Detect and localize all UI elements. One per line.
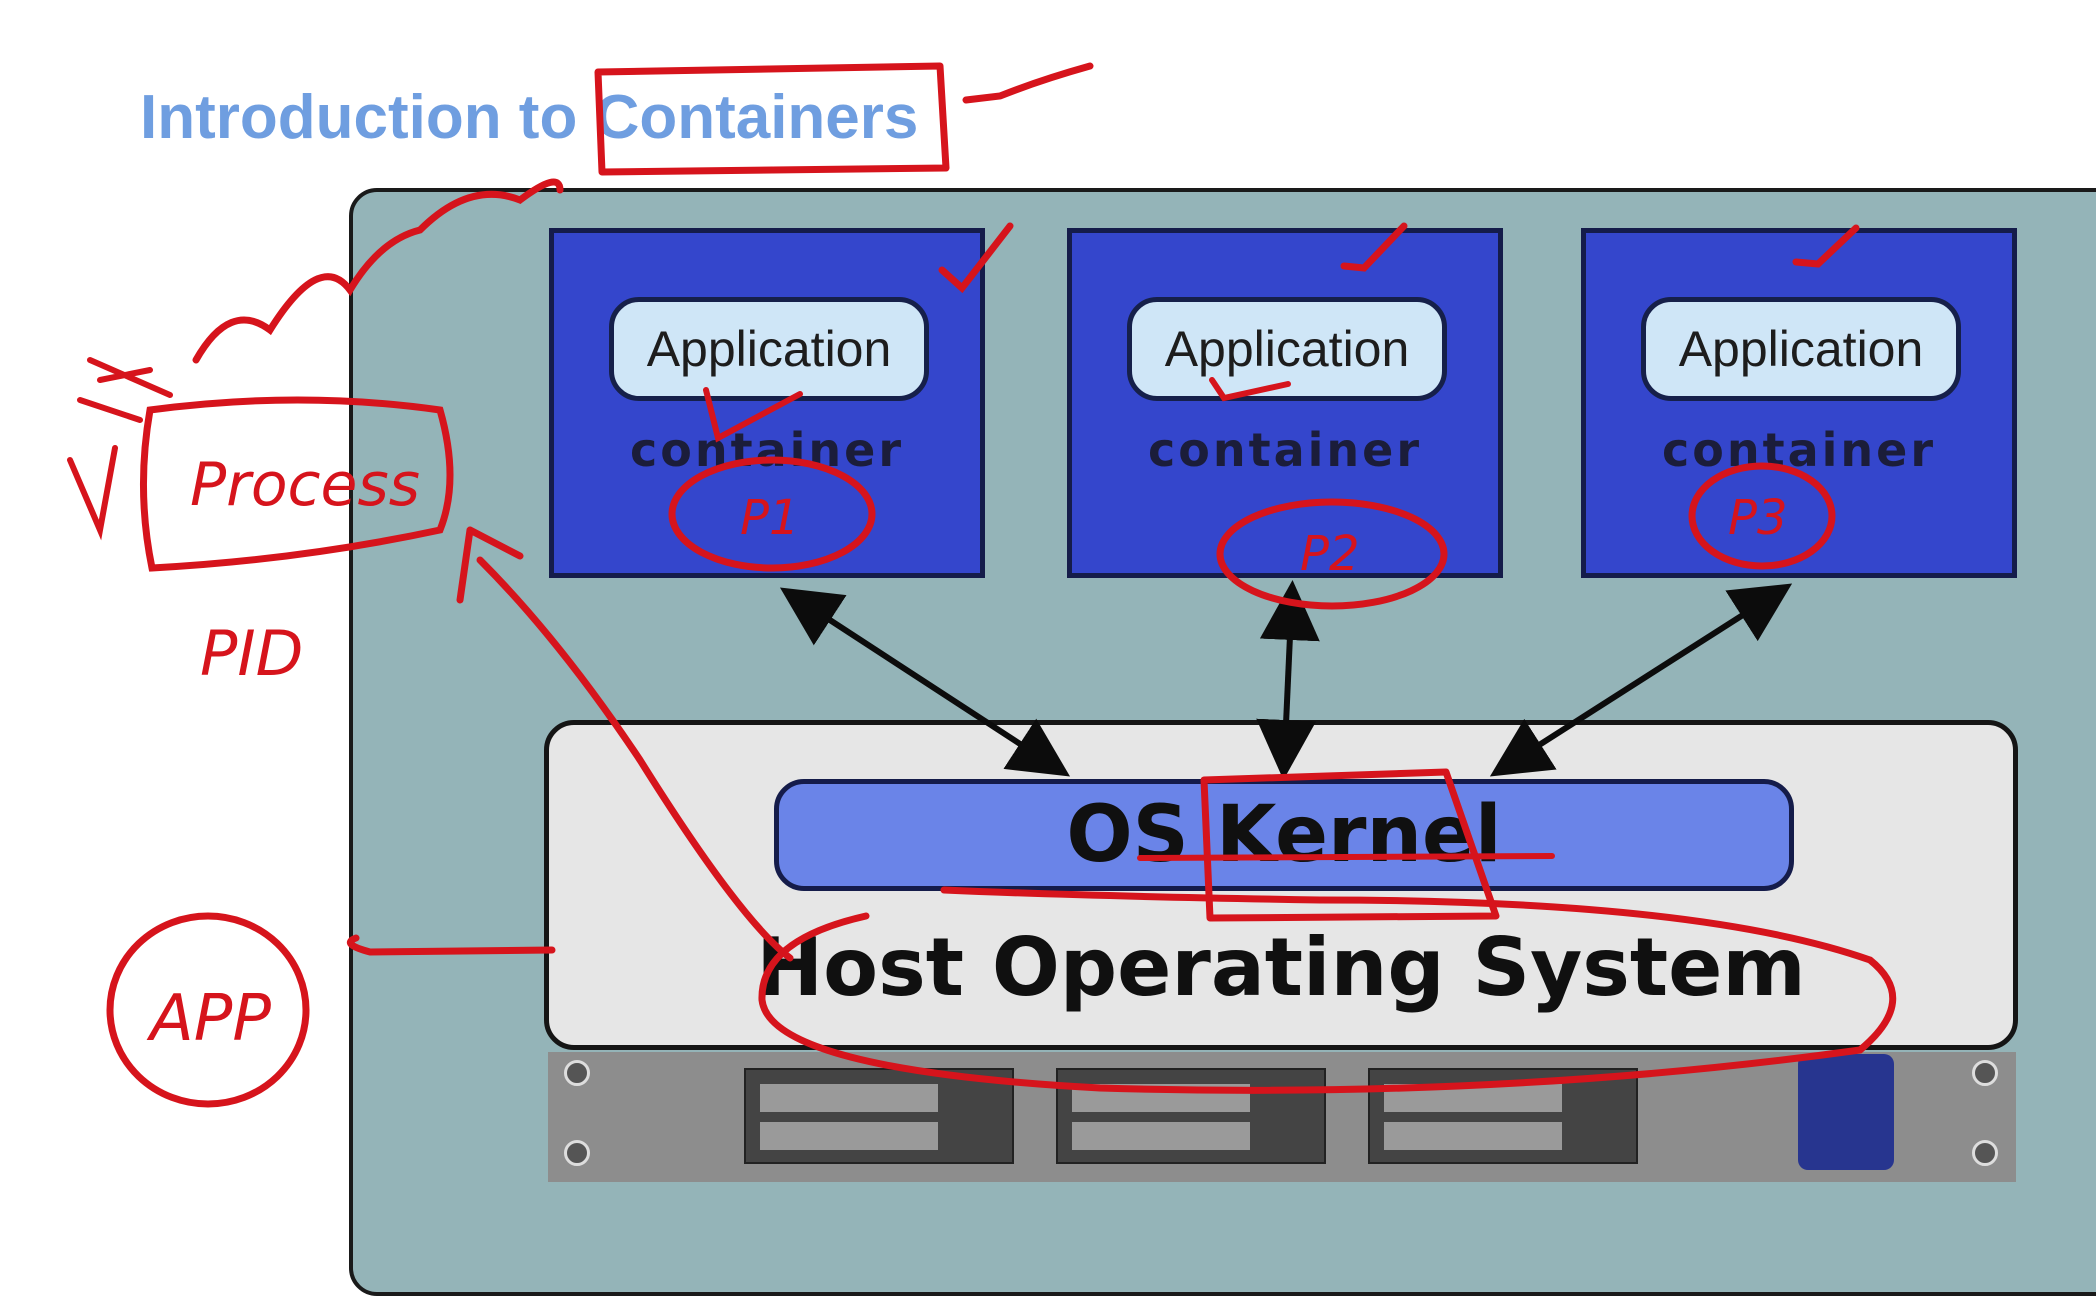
container-label-1: container (629, 423, 905, 477)
title-prefix: Introduction to (140, 83, 595, 152)
arrow-container1-kernel (779, 587, 1071, 777)
power-unit (1798, 1054, 1894, 1170)
container-process-circle-1 (668, 456, 876, 572)
screw-icon (1972, 1140, 1998, 1166)
wavy-connector (192, 178, 564, 364)
check-mark-icon (1792, 224, 1860, 268)
arrow-container2-kernel (1256, 580, 1320, 780)
application-pill-3: Application (1641, 297, 1961, 401)
app-arrow (346, 934, 556, 956)
container-label-2: container (1147, 423, 1423, 477)
host-to-process-arrow (476, 556, 794, 962)
scribble-mark (77, 357, 173, 423)
check-mark-icon (1340, 222, 1408, 272)
os-kernel-bar: OS Kernel (774, 779, 1794, 891)
highlight-box-containers (594, 62, 950, 176)
application-pill-1: Application (609, 297, 929, 401)
check-mark-icon (1209, 377, 1291, 402)
page-title: Introduction to Containers (140, 82, 918, 153)
container-process-circle-3 (1688, 462, 1836, 570)
highlight-box-kernel (1200, 768, 1500, 922)
check-mark-icon (962, 62, 1094, 104)
container-annotation-1: P1 (740, 490, 799, 546)
check-mark-icon (938, 222, 1014, 294)
app-circle (106, 912, 310, 1108)
screw-icon (564, 1140, 590, 1166)
drive-bay-1 (744, 1068, 1014, 1164)
container-box-2: Application container (1067, 228, 1503, 578)
container-label-3: container (1661, 423, 1937, 477)
container-annotation-3: P3 (1728, 490, 1787, 546)
process-annotation: Process (190, 450, 420, 520)
check-mark-icon (703, 387, 803, 443)
app-annotation: APP (146, 982, 271, 1056)
pid-annotation: PID (200, 617, 303, 690)
title-highlight: Containers (594, 83, 919, 152)
screw-icon (564, 1060, 590, 1086)
container-process-circle-2 (1216, 498, 1448, 610)
container-box-1: Application container (549, 228, 985, 578)
container-box-3: Application container (1581, 228, 2017, 578)
process-box (139, 396, 454, 572)
host-os-label: Host Operating System (756, 921, 1806, 1014)
arrow-container3-kernel (1489, 583, 1793, 777)
annotation-layer: Process PID APP P1 P2 P3 (67, 62, 1897, 1108)
host-os-ellipse (758, 886, 1897, 1094)
screw-icon (1972, 1060, 1998, 1086)
check-mark-icon (67, 445, 118, 541)
container-annotation-2: P2 (1300, 526, 1359, 582)
server-rack (548, 1052, 2016, 1182)
